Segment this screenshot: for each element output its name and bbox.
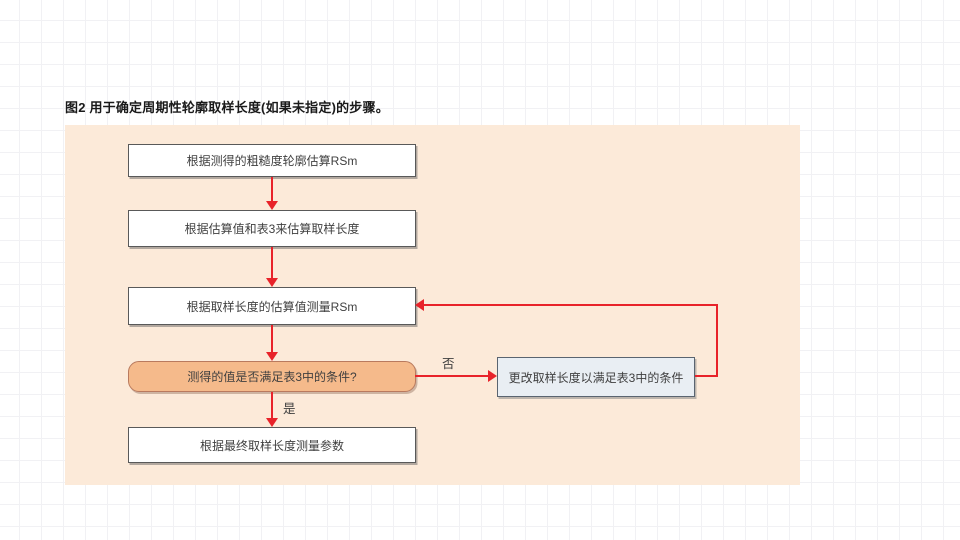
feedback-line-top xyxy=(424,304,717,306)
arrowhead-down-yes xyxy=(266,418,278,427)
arrowhead-left-feedback xyxy=(415,299,424,311)
connector-line-1 xyxy=(271,177,273,202)
edge-label-yes: 是 xyxy=(283,402,296,416)
connector-line-2 xyxy=(271,247,273,279)
arrowhead-down-3 xyxy=(266,352,278,361)
flowchart-node-change-length: 更改取样长度以满足表3中的条件 xyxy=(497,357,695,397)
figure-caption: 图2 用于确定周期性轮廓取样长度(如果未指定)的步骤。 xyxy=(65,100,389,115)
connector-line-no xyxy=(415,375,489,377)
arrowhead-right-no xyxy=(488,370,497,382)
connector-line-yes xyxy=(271,392,273,419)
flowchart-node-measure-parameters: 根据最终取样长度测量参数 xyxy=(128,427,416,463)
flowchart-node-estimate-rsm: 根据测得的粗糙度轮廓估算RSm xyxy=(128,144,416,177)
arrowhead-down-1 xyxy=(266,201,278,210)
edge-label-no: 否 xyxy=(442,357,455,371)
flowchart-node-condition-check: 测得的值是否满足表3中的条件? xyxy=(128,361,416,392)
arrowhead-down-2 xyxy=(266,278,278,287)
feedback-line-vertical xyxy=(716,304,718,377)
connector-line-3 xyxy=(271,325,273,353)
feedback-line-bottom xyxy=(695,375,718,377)
flowchart-node-estimate-length: 根据估算值和表3来估算取样长度 xyxy=(128,210,416,247)
flowchart-node-measure-rsm: 根据取样长度的估算值测量RSm xyxy=(128,287,416,325)
